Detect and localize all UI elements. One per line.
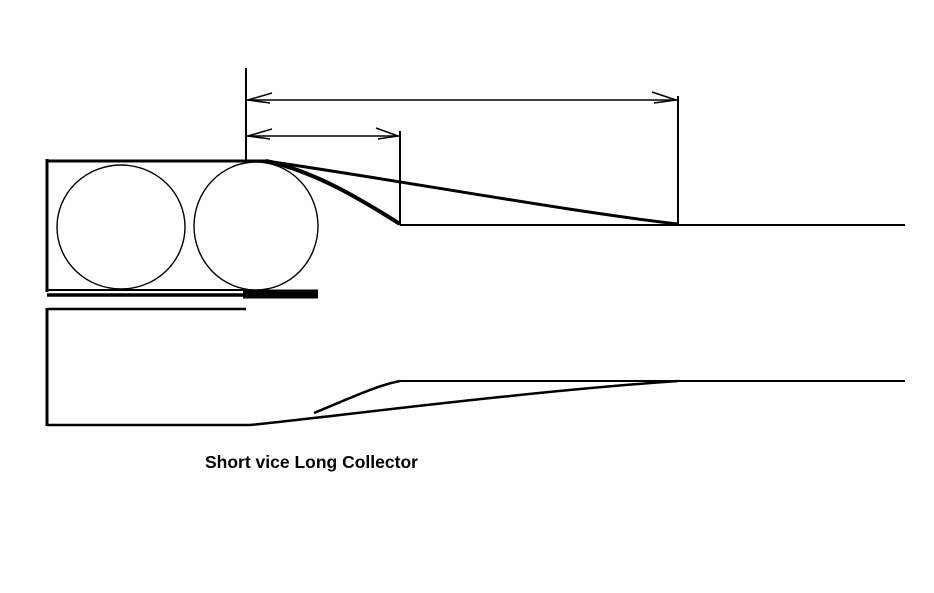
upper-long-collector-taper: [265, 159, 679, 226]
lower-long-collector-taper: [47, 379, 679, 427]
diagram-lines: [45, 68, 905, 427]
lower-short-collector-taper: [313, 379, 401, 415]
arrowhead-long-right-icon: [651, 91, 677, 104]
arrowhead-short-left-icon: [247, 128, 273, 140]
upper-short-collector-taper: [265, 159, 402, 226]
shot-circle-right: [193, 161, 319, 291]
diagram-caption: Short vice Long Collector: [205, 452, 418, 472]
shot-circle-left: [56, 164, 186, 290]
arrowhead-long-left-icon: [247, 92, 273, 104]
arrowhead-short-right-icon: [375, 127, 399, 140]
